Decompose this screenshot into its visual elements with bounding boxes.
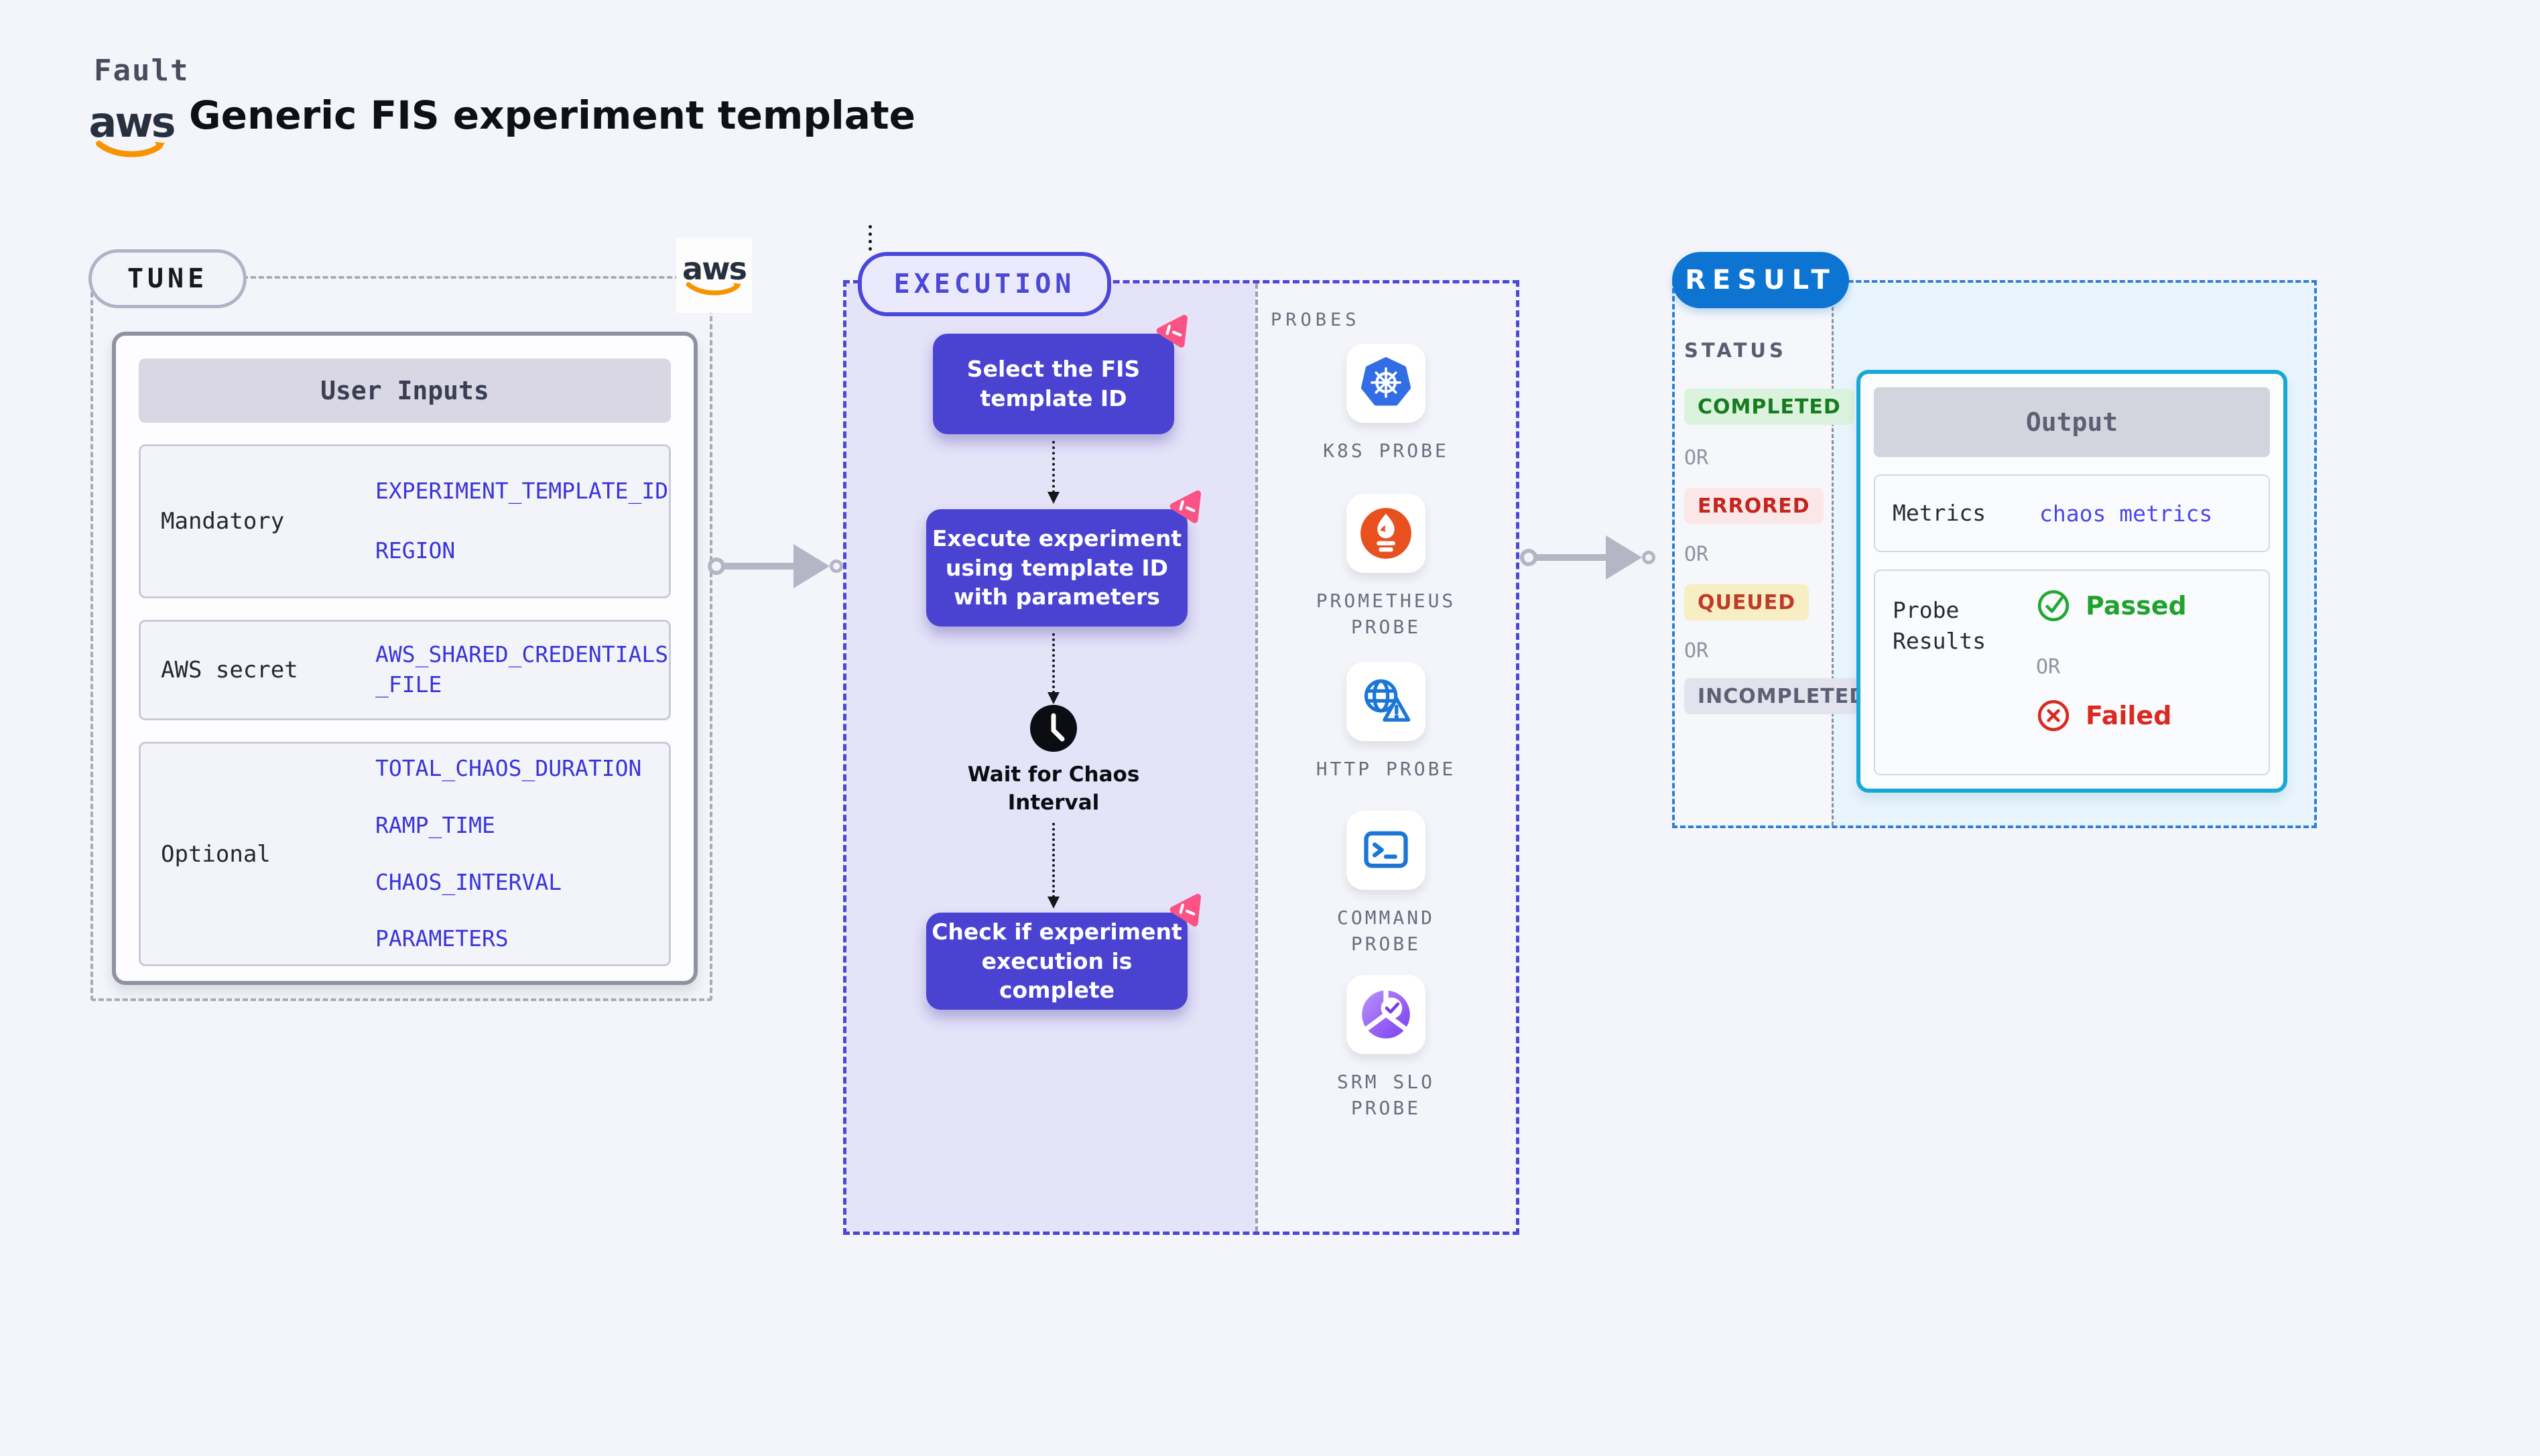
status-badge-completed: COMPLETED (1684, 389, 1854, 425)
row-values: AWS_SHARED_CREDENTIALS _FILE (375, 622, 668, 718)
failed-label: Failed (2086, 701, 2172, 730)
table-row-optional: Optional TOTAL_CHAOS_DURATION RAMP_TIME … (139, 742, 671, 966)
step-check-complete: Check if experiment execution is complet… (926, 893, 1201, 1010)
status-title: STATUS (1684, 339, 1787, 362)
x-circle-icon (2037, 700, 2070, 732)
flow-arrow-down (1047, 823, 1060, 909)
arrow-shaft (722, 563, 796, 570)
http-globe-warning-icon (1346, 662, 1425, 741)
probe-prometheus: PROMETHEUS PROBE (1253, 494, 1519, 640)
row-label: AWS secret (161, 657, 298, 683)
probe-label: HTTP PROBE (1316, 758, 1456, 780)
chaos-experiment-icon (1169, 893, 1201, 927)
env-var: REGION (375, 537, 456, 564)
aws-smile-icon (686, 281, 741, 295)
probe-label: SRM SLO PROBE (1336, 1071, 1435, 1120)
env-var: RAMP_TIME (375, 811, 495, 838)
metrics-value: chaos metrics (2039, 500, 2213, 527)
or-separator: OR (2036, 655, 2061, 679)
tune-badge: TUNE (88, 249, 247, 308)
check-circle-icon (2037, 590, 2070, 622)
metrics-row: Metrics chaos metrics (1874, 474, 2270, 552)
flow-arrow-down (1047, 633, 1060, 704)
row-label: Mandatory (161, 508, 285, 535)
step-select-template: Select the FIS template ID (933, 314, 1188, 434)
arrow-shaft (1535, 554, 1608, 561)
env-var: CHAOS_INTERVAL (375, 868, 562, 895)
terminal-icon (1346, 811, 1425, 890)
chaos-experiment-icon (1156, 314, 1188, 348)
table-row-mandatory: Mandatory EXPERIMENT_TEMPLATE_ID REGION (139, 444, 671, 598)
or-separator: OR (1684, 639, 1709, 663)
probe-label: COMMAND PROBE (1336, 907, 1435, 955)
result-badge: RESULT (1672, 252, 1849, 308)
chaos-experiment-icon (1169, 490, 1201, 523)
or-separator: OR (1684, 446, 1709, 470)
arrow-end-ring (1642, 551, 1655, 564)
row-values: TOTAL_CHAOS_DURATION RAMP_TIME CHAOS_INT… (375, 744, 641, 964)
step-execute-experiment: Execute experiment using template ID wit… (926, 490, 1201, 626)
row-values: EXPERIMENT_TEMPLATE_ID REGION (375, 446, 668, 596)
env-var: TOTAL_CHAOS_DURATION (375, 755, 642, 782)
probe-label: K8S PROBE (1323, 440, 1449, 462)
execution-badge: EXECUTION (858, 252, 1111, 316)
execution-top-connector (869, 225, 872, 251)
user-inputs-table: User Inputs Mandatory EXPERIMENT_TEMPLAT… (112, 332, 698, 985)
output-table: Output Metrics chaos metrics Probe Resul… (1856, 370, 2287, 793)
aws-logo: aws (88, 98, 176, 161)
status-badge-queued: QUEUED (1684, 584, 1809, 620)
aws-smile-icon (96, 141, 166, 157)
metrics-label: Metrics (1893, 499, 1986, 526)
tune-section (90, 276, 712, 1001)
status-badge-errored: ERRORED (1684, 488, 1824, 524)
env-var: EXPERIMENT_TEMPLATE_ID (375, 478, 669, 505)
execution-section (843, 280, 1519, 1235)
arrow-head (793, 544, 830, 588)
kubernetes-icon (1346, 344, 1425, 423)
probes-panel-title: PROBES (1271, 310, 1360, 330)
slo-donut-check-icon (1346, 975, 1425, 1054)
or-separator: OR (1684, 543, 1709, 566)
status-column (1675, 283, 1834, 825)
probe-results-row: Probe Results Passed OR Failed (1874, 570, 2270, 775)
aws-logo-small: aws (676, 238, 752, 313)
arrow-end-ring (830, 559, 843, 573)
step-label: Select the FIS template ID (966, 356, 1141, 411)
table-row-aws-secret: AWS secret AWS_SHARED_CREDENTIALS _FILE (139, 620, 671, 720)
aws-wordmark: aws (682, 250, 747, 287)
execution-flow-panel (846, 283, 1255, 1232)
clock-icon (1030, 705, 1077, 752)
status-badge-incompleted: INCOMPLETED (1684, 678, 1881, 714)
page-title: Generic FIS experiment template (189, 92, 915, 138)
flow-arrow-down (1047, 441, 1060, 504)
step-label: Check if experiment execution is complet… (932, 919, 1182, 1004)
passed-verdict: Passed (2036, 588, 2187, 623)
env-var: PARAMETERS (375, 925, 509, 952)
probe-results-label: Probe Results (1893, 597, 1986, 655)
probe-http: HTTP PROBE (1253, 662, 1519, 782)
probe-srm-slo: SRM SLO PROBE (1253, 975, 1519, 1121)
row-label: Optional (161, 840, 271, 868)
tune-to-execution-arrow (708, 544, 844, 588)
prometheus-icon (1346, 494, 1425, 573)
table-header: User Inputs (139, 358, 671, 423)
probe-label: PROMETHEUS PROBE (1316, 590, 1456, 639)
arrow-head (1606, 535, 1642, 580)
env-var: AWS_SHARED_CREDENTIALS _FILE (375, 641, 669, 698)
failed-verdict: Failed (2036, 698, 2171, 733)
probes-panel-divider (1255, 283, 1258, 1232)
passed-label: Passed (2086, 591, 2187, 620)
aws-wordmark: aws (88, 98, 176, 147)
output-header: Output (1874, 387, 2270, 457)
probe-k8s: K8S PROBE (1253, 344, 1519, 464)
probe-command: COMMAND PROBE (1253, 811, 1519, 957)
wait-step-label: Wait for Chaos Interval (967, 763, 1140, 815)
step-label: Execute experiment using template ID wit… (932, 525, 1182, 610)
execution-to-result-arrow (1520, 535, 1657, 580)
brand-label: Fault (94, 54, 190, 88)
